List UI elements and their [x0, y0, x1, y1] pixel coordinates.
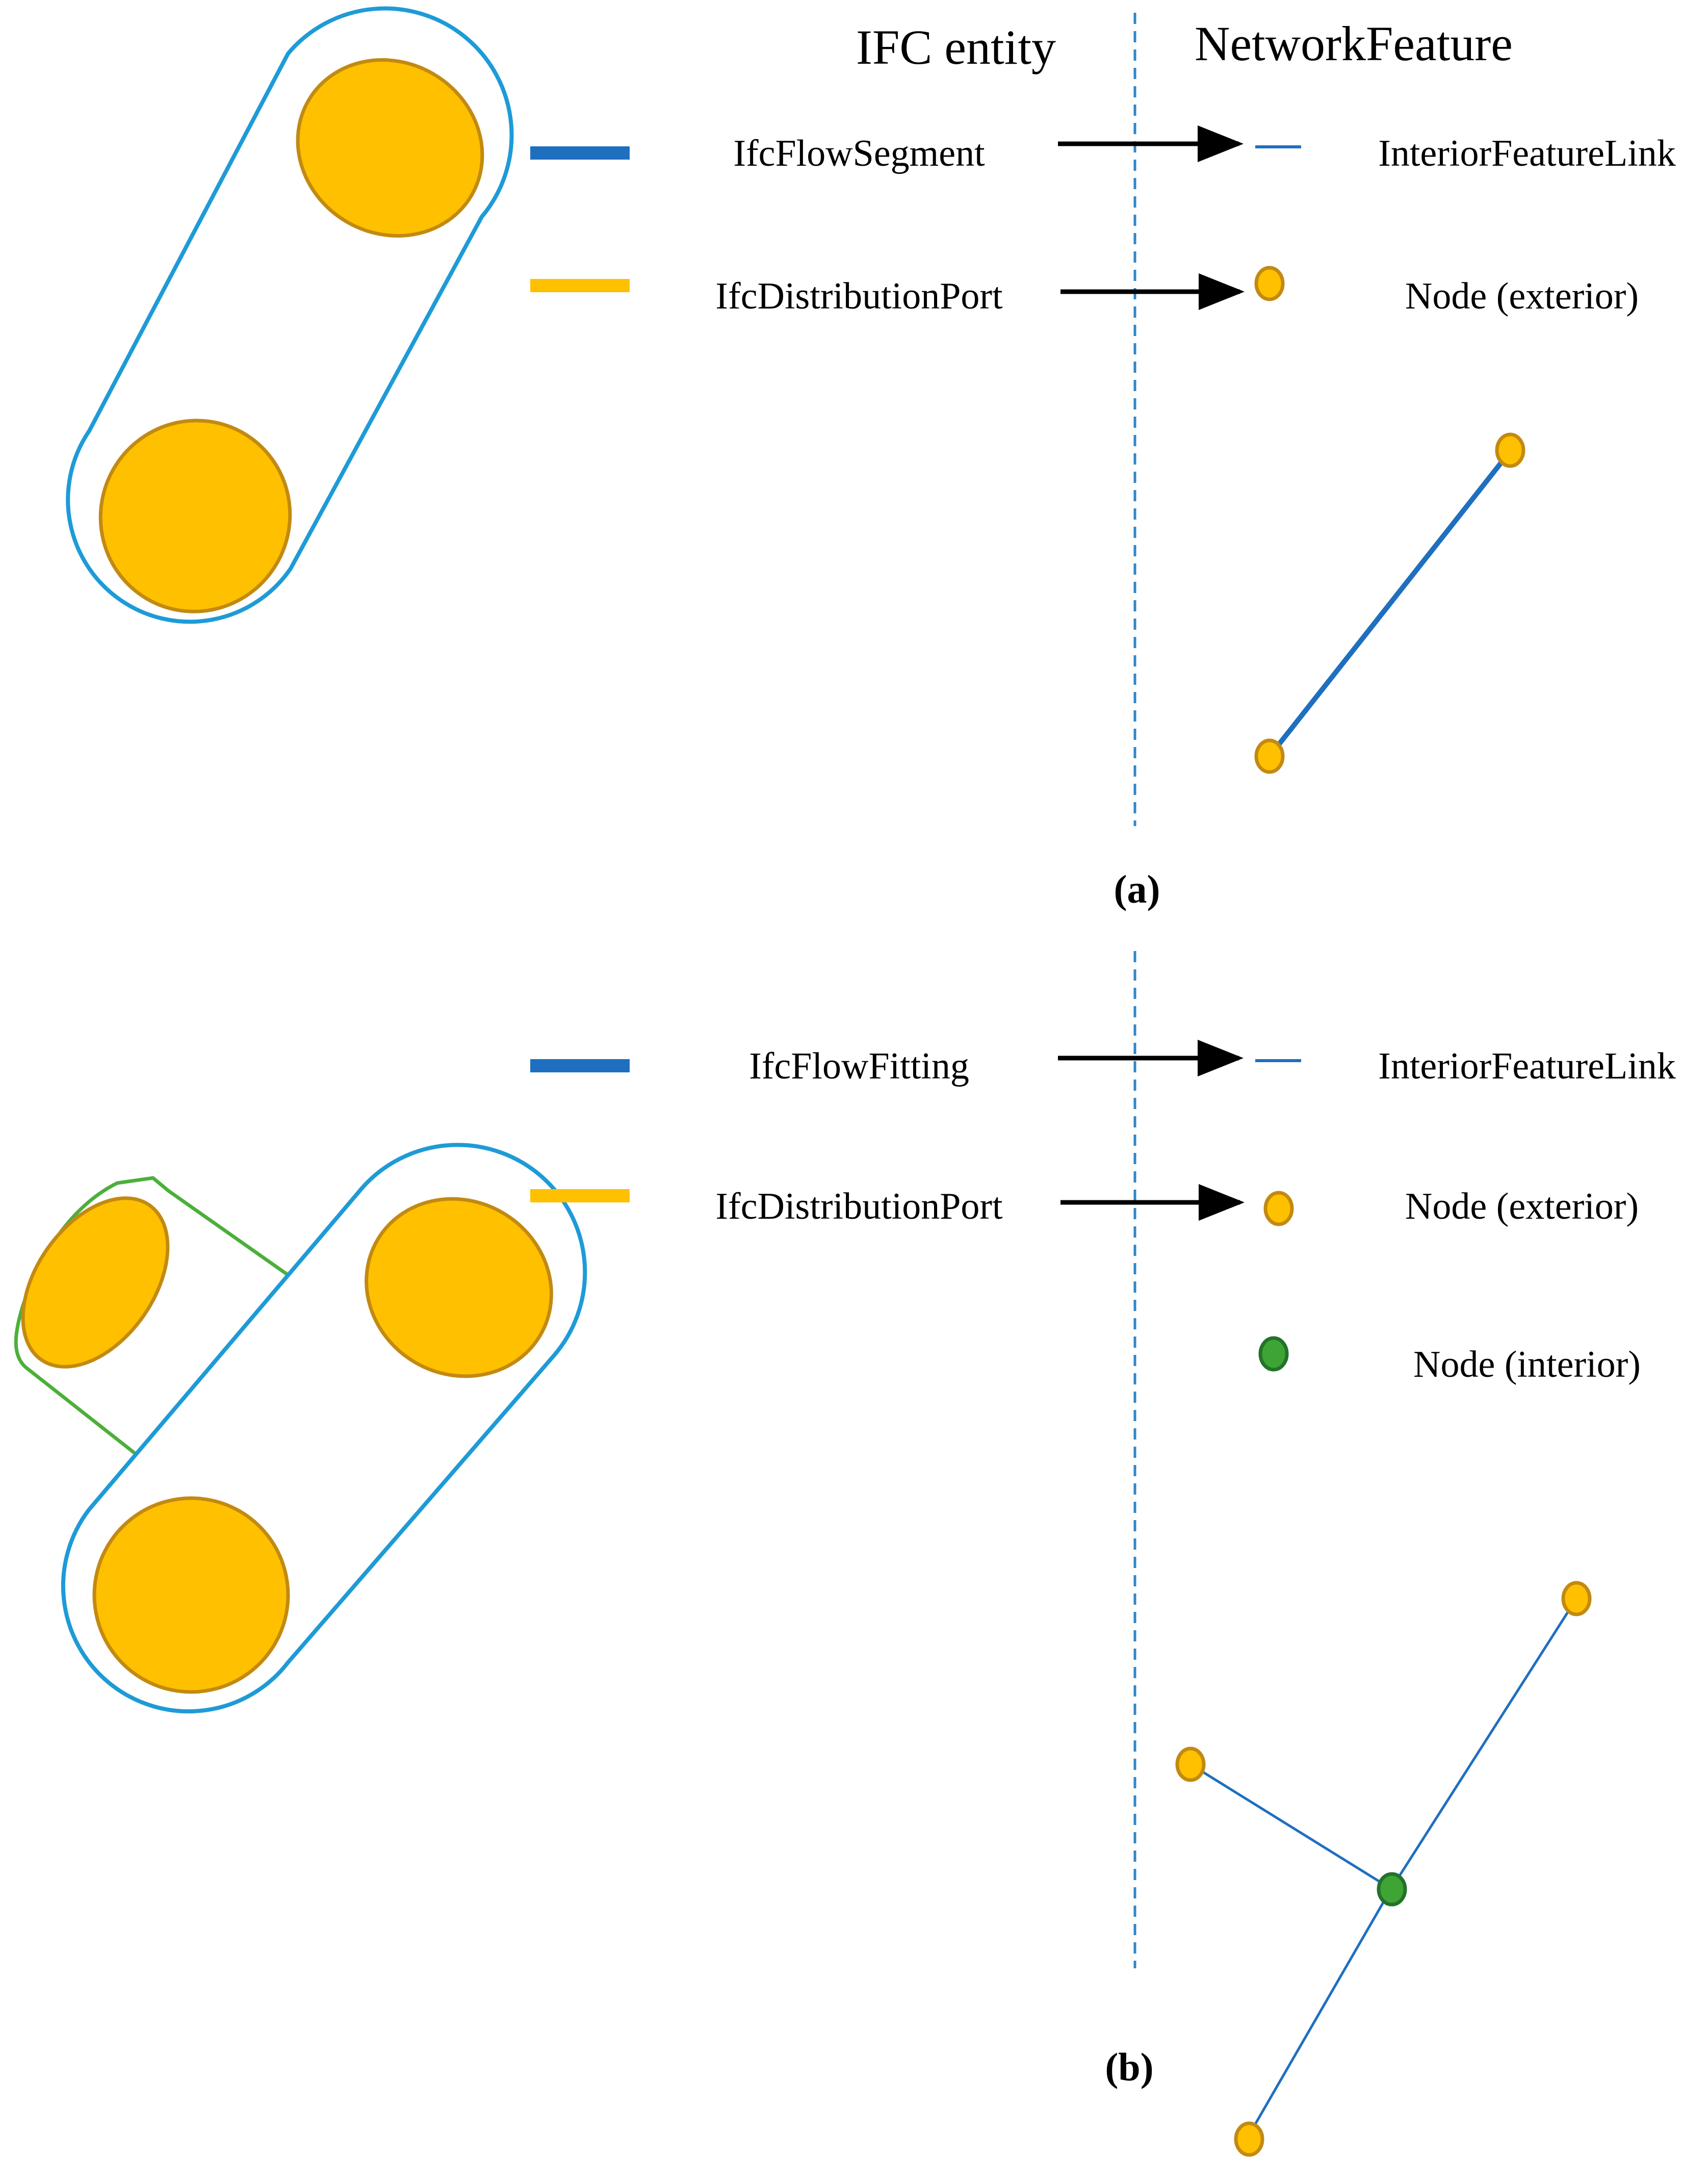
legend-node-interior: Node (interior) [1413, 1344, 1641, 1385]
pipe-segment-illustration [66, 6, 514, 624]
fitting-end-port-top [365, 1197, 553, 1378]
interior-feature-link [1389, 1598, 1578, 1890]
legend-node-exterior: Node (exterior) [1405, 1186, 1639, 1227]
network-graph-b [1175, 1581, 1592, 2157]
exterior-node [1234, 2121, 1264, 2157]
panel-a: IfcFlowSegment InteriorFeatureLink IfcDi… [66, 6, 1676, 911]
legend-ifc-distribution-port: IfcDistributionPort [715, 275, 1003, 317]
interior-node-icon [1258, 1336, 1289, 1372]
pipe-end-port-top [296, 58, 484, 238]
exterior-node [1495, 432, 1525, 468]
exterior-node [1254, 738, 1285, 774]
exterior-node [1561, 1581, 1592, 1616]
panel-b: IfcFlowFitting InteriorFeatureLink IfcDi… [14, 1040, 1676, 2157]
pipe-end-port-bottom [98, 419, 292, 613]
interior-feature-link [1189, 1763, 1393, 1891]
legend-ifc-flow-fitting: IfcFlowFitting [749, 1045, 969, 1087]
exterior-node [1175, 1746, 1206, 1782]
legend-interior-feature-link: InteriorFeatureLink [1378, 1045, 1676, 1087]
interior-node [1377, 1872, 1407, 1907]
header-ifc-entity: IFC entity [856, 20, 1056, 74]
caption-b: (b) [1105, 2045, 1153, 2089]
interior-feature-link [1267, 449, 1512, 758]
legend-interior-feature-link: InteriorFeatureLink [1378, 133, 1676, 174]
exterior-node-icon [1263, 1191, 1294, 1226]
legend-ifc-distribution-port: IfcDistributionPort [715, 1186, 1003, 1227]
branch-end-port [21, 1196, 170, 1369]
header-network-feature: NetworkFeature [1195, 16, 1513, 71]
exterior-node-icon [1254, 266, 1285, 301]
legend-ifc-flow-segment: IfcFlowSegment [733, 133, 985, 174]
interior-feature-link [1245, 1888, 1392, 2140]
fitting-end-port-bottom [92, 1496, 290, 1694]
network-graph-a [1254, 432, 1525, 774]
fitting-illustration [14, 1143, 587, 1713]
caption-a: (a) [1114, 867, 1160, 911]
legend-node-exterior: Node (exterior) [1405, 275, 1639, 317]
